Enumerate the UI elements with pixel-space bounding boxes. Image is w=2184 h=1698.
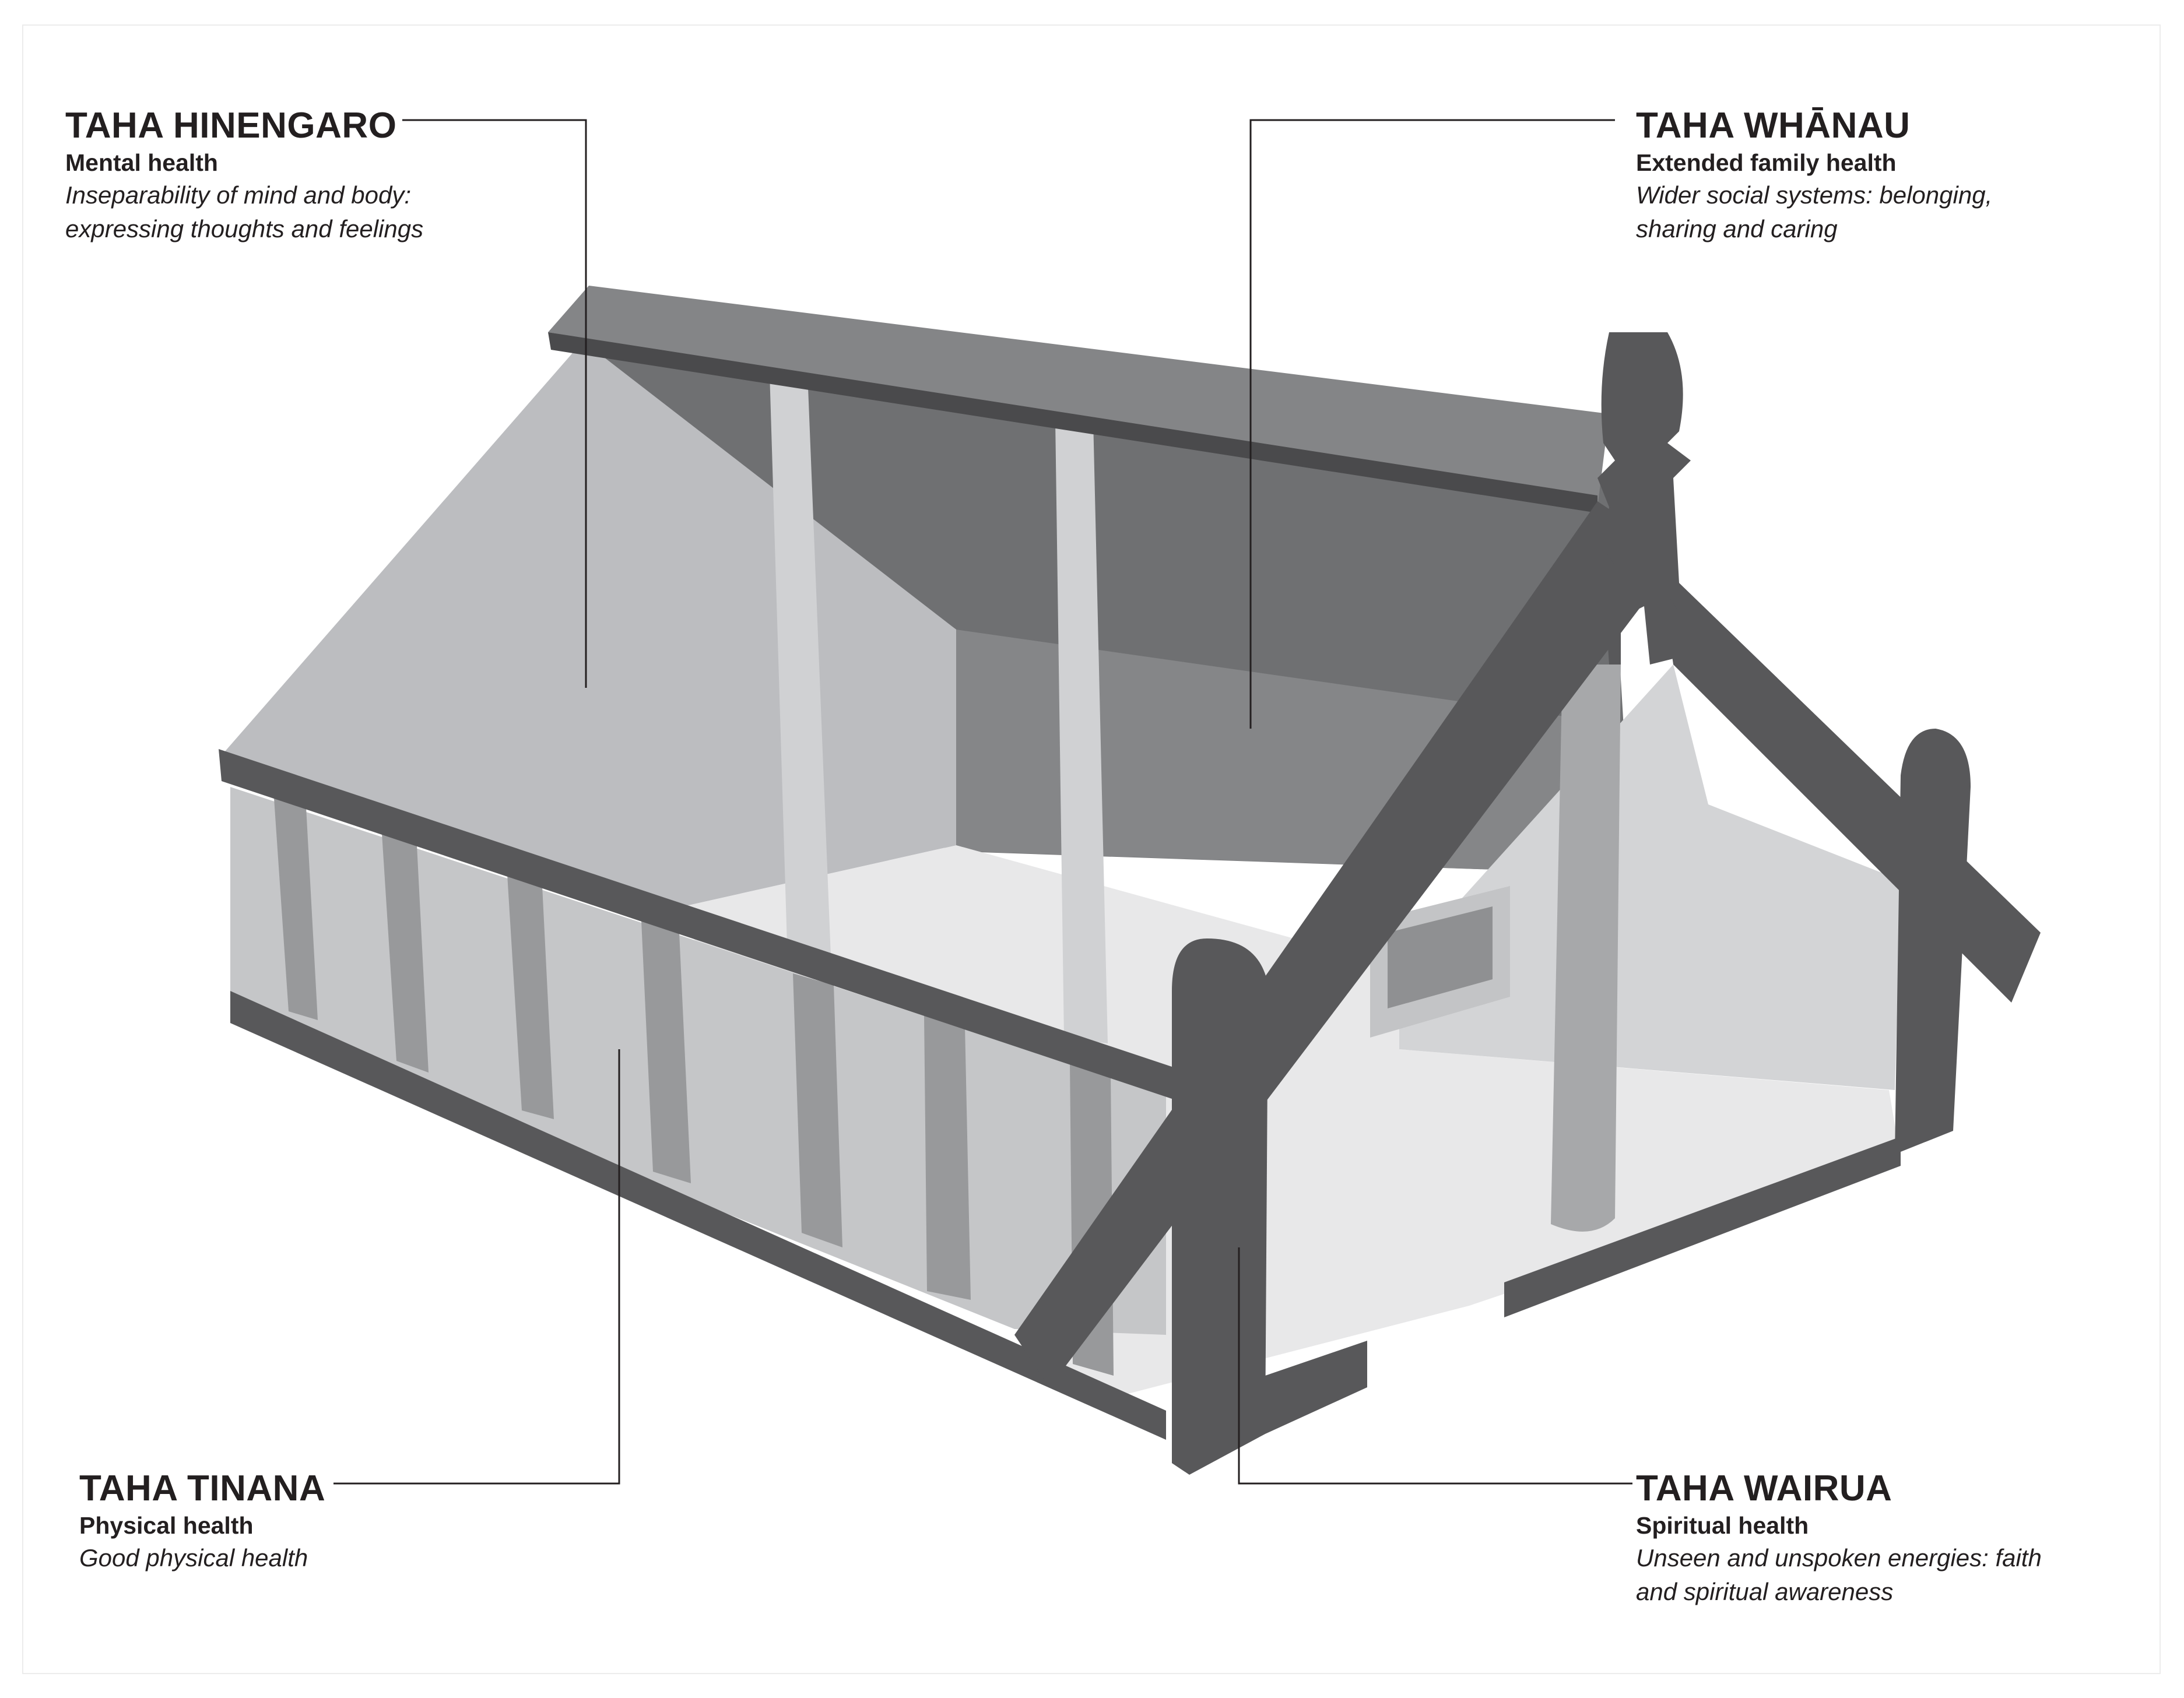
label-taha-wairua: TAHA WAIRUA Spiritual health Unseen and … [1636, 1468, 2042, 1609]
label-taha-hinengaro: TAHA HINENGARO Mental health Inseparabil… [65, 105, 423, 246]
front-left-post [1172, 938, 1268, 1475]
label-description-line: expressing thoughts and feelings [65, 215, 424, 242]
label-subtitle: Mental health [65, 149, 218, 176]
interior-post-left [770, 373, 831, 956]
front-sill-left [1265, 1341, 1367, 1434]
label-description-line: Wider social systems: belonging, [1636, 181, 1993, 209]
label-description-line: sharing and caring [1636, 215, 1838, 242]
tekoteko [1597, 332, 1691, 665]
label-subtitle: Spiritual health [1636, 1512, 1809, 1539]
label-description-line: and spiritual awareness [1636, 1578, 1894, 1605]
side-wall-posts [274, 799, 1114, 1376]
label-description-line: Unseen and unspoken energies: faith [1636, 1544, 2042, 1572]
ridge-beam [548, 286, 1609, 507]
label-taha-whanau: TAHA WHĀNAU Extended family health Wider… [1636, 105, 1992, 246]
leader-line-hinengaro [402, 119, 587, 688]
front-porch-post [1551, 665, 1621, 1232]
leader-line-wairua [1238, 1247, 1632, 1485]
label-description-line: Good physical health [79, 1544, 308, 1572]
label-title: TAHA HINENGARO [65, 106, 397, 146]
label-title: TAHA WAIRUA [1636, 1468, 1892, 1509]
label-description-line: Inseparability of mind and body: [65, 181, 412, 209]
label-title: TAHA TINANA [79, 1468, 326, 1509]
left-wall-bottom-beam [230, 991, 1166, 1440]
diagram-frame [22, 24, 2161, 1674]
front-right-post [1895, 729, 1971, 1154]
left-wall-top-beam [219, 749, 1172, 1099]
ridge-beam-edge [548, 332, 1597, 513]
label-subtitle: Physical health [79, 1512, 254, 1539]
interior-post-right [1055, 420, 1108, 1043]
label-title: TAHA WHĀNAU [1636, 106, 1911, 146]
right-interior-wall [1399, 665, 1901, 1090]
leader-line-tinana [333, 1049, 620, 1485]
window [1370, 886, 1510, 1038]
label-taha-tinana: TAHA TINANA Physical health Good physica… [79, 1468, 325, 1575]
leader-line-whanau [1249, 119, 1615, 729]
left-roof-panel [224, 341, 956, 909]
front-sill-right [1504, 1137, 1901, 1317]
label-subtitle: Extended family health [1636, 149, 1897, 176]
